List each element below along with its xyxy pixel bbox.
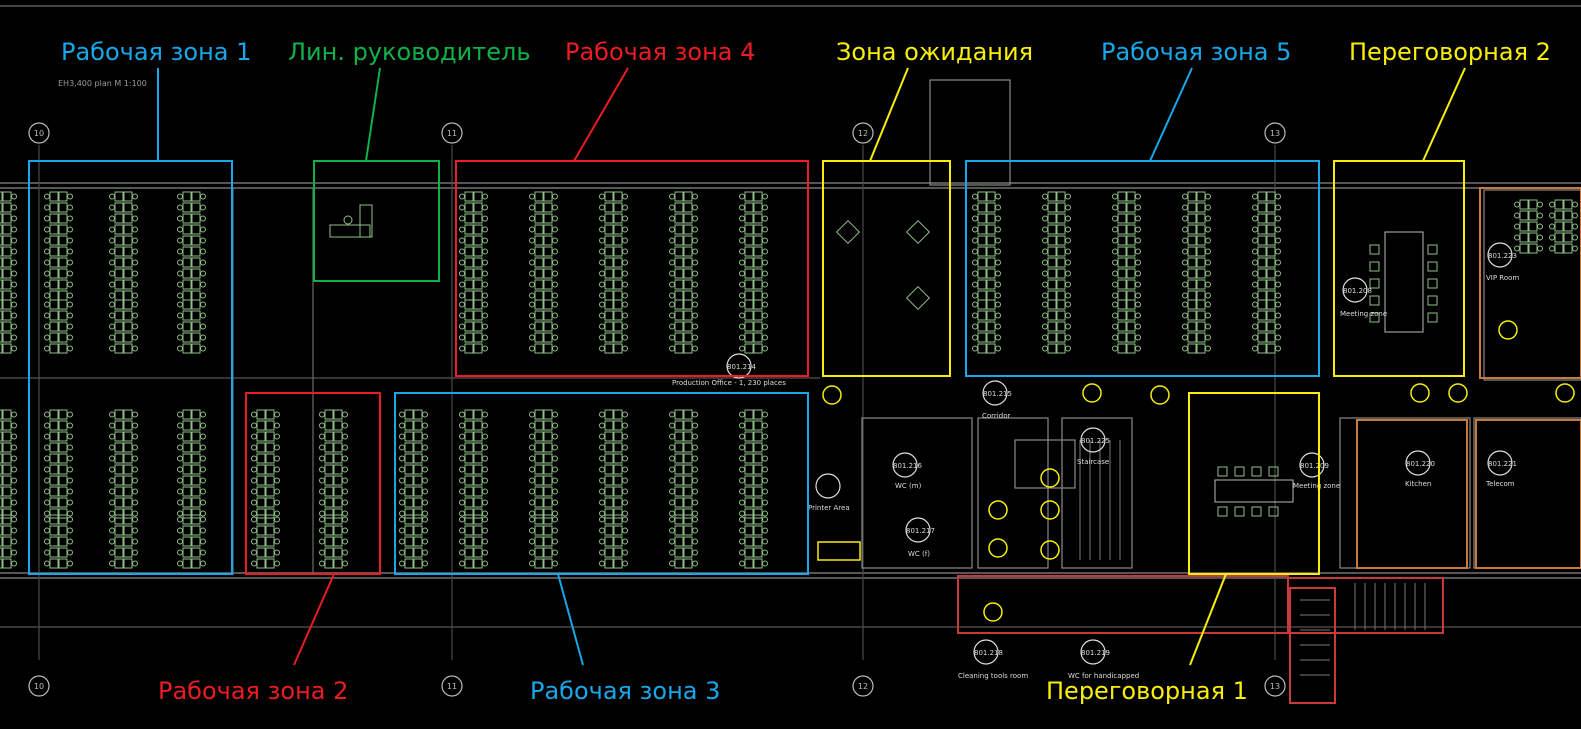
leader-meeting1 (1189, 573, 1227, 666)
room-name-219: WC for handicapped (1068, 672, 1139, 680)
room-name-223: VIP Room (1486, 274, 1519, 282)
zone-meeting1-frame (1188, 392, 1320, 575)
room-tag-208: 801.208 (1343, 287, 1372, 295)
zone-label-work1: Рабочая зона 1 (61, 38, 252, 66)
zone-waiting-frame (822, 160, 951, 377)
plan-title: EH3,400 plan M 1:100 (58, 79, 147, 88)
leader-work5 (1149, 67, 1193, 162)
leader-work2 (293, 573, 335, 666)
room-tag-216: 801.216 (893, 462, 922, 470)
zone-work2-frame (245, 392, 381, 575)
zone-work4-frame (455, 160, 809, 377)
zone-work5-frame (965, 160, 1320, 377)
room-tag-220: 801.220 (1406, 460, 1435, 468)
room-name-225: Staircase (1077, 458, 1109, 466)
leader-work4 (573, 67, 629, 162)
room-name-208: Meeting zone (1340, 310, 1387, 318)
axis-label-12-bottom: 12 (858, 682, 868, 691)
zone-manager-frame (313, 160, 440, 282)
room-name-217: WC (f) (908, 550, 930, 558)
room-tag-219: 801.219 (1081, 649, 1110, 657)
axis-label-13-bottom: 13 (1270, 682, 1280, 691)
leader-work3 (557, 573, 584, 666)
room-name-220: Kitchen (1405, 480, 1431, 488)
zone-work1-frame (28, 160, 233, 575)
room-name-209: Meeting zone (1293, 482, 1340, 490)
axis-label-10-bottom: 10 (34, 682, 44, 691)
room-tag-217: 801.217 (906, 527, 935, 535)
leader-manager (365, 67, 381, 162)
room-name-214: Production Office - 1, 230 places (672, 379, 786, 387)
room-tag-214: 801.214 (727, 363, 756, 371)
room-tag-221: 801.221 (1488, 460, 1517, 468)
zone-label-work5: Рабочая зона 5 (1101, 38, 1292, 66)
axis-label-12-top: 12 (858, 129, 868, 138)
zone-label-meeting2: Переговорная 2 (1349, 38, 1551, 66)
room-name-216: WC (m) (895, 482, 922, 490)
room-name-215: Corridor (982, 412, 1010, 420)
room-name-printer: Printer Area (808, 504, 850, 512)
axis-label-13-top: 13 (1270, 129, 1280, 138)
room-name-221: Telecom (1485, 480, 1515, 488)
leader-waiting (869, 67, 909, 162)
zone-work3-frame (394, 392, 809, 575)
room-tag-218: 801.218 (974, 649, 1003, 657)
room-tag-209: 801.209 (1300, 462, 1329, 470)
axis-label-10-top: 10 (34, 129, 44, 138)
leader-meeting2 (1422, 67, 1466, 162)
room-name-218: Cleaning tools room (958, 672, 1028, 680)
room-tag-223: 801.223 (1488, 252, 1517, 260)
axis-label-11-bottom: 11 (447, 682, 457, 691)
zone-meeting2-frame (1333, 160, 1465, 377)
room-tag-225: 801.225 (1081, 437, 1110, 445)
zone-label-work2: Рабочая зона 2 (158, 677, 349, 705)
zone-label-manager: Лин. руководитель (288, 38, 531, 66)
zone-label-waiting: Зона ожидания (836, 38, 1034, 66)
room-tag-215: 801.215 (983, 390, 1012, 398)
zone-label-work3: Рабочая зона 3 (530, 677, 721, 705)
zone-label-meeting1: Переговорная 1 (1046, 677, 1248, 705)
zone-label-work4: Рабочая зона 4 (565, 38, 756, 66)
axis-label-11-top: 11 (447, 129, 457, 138)
